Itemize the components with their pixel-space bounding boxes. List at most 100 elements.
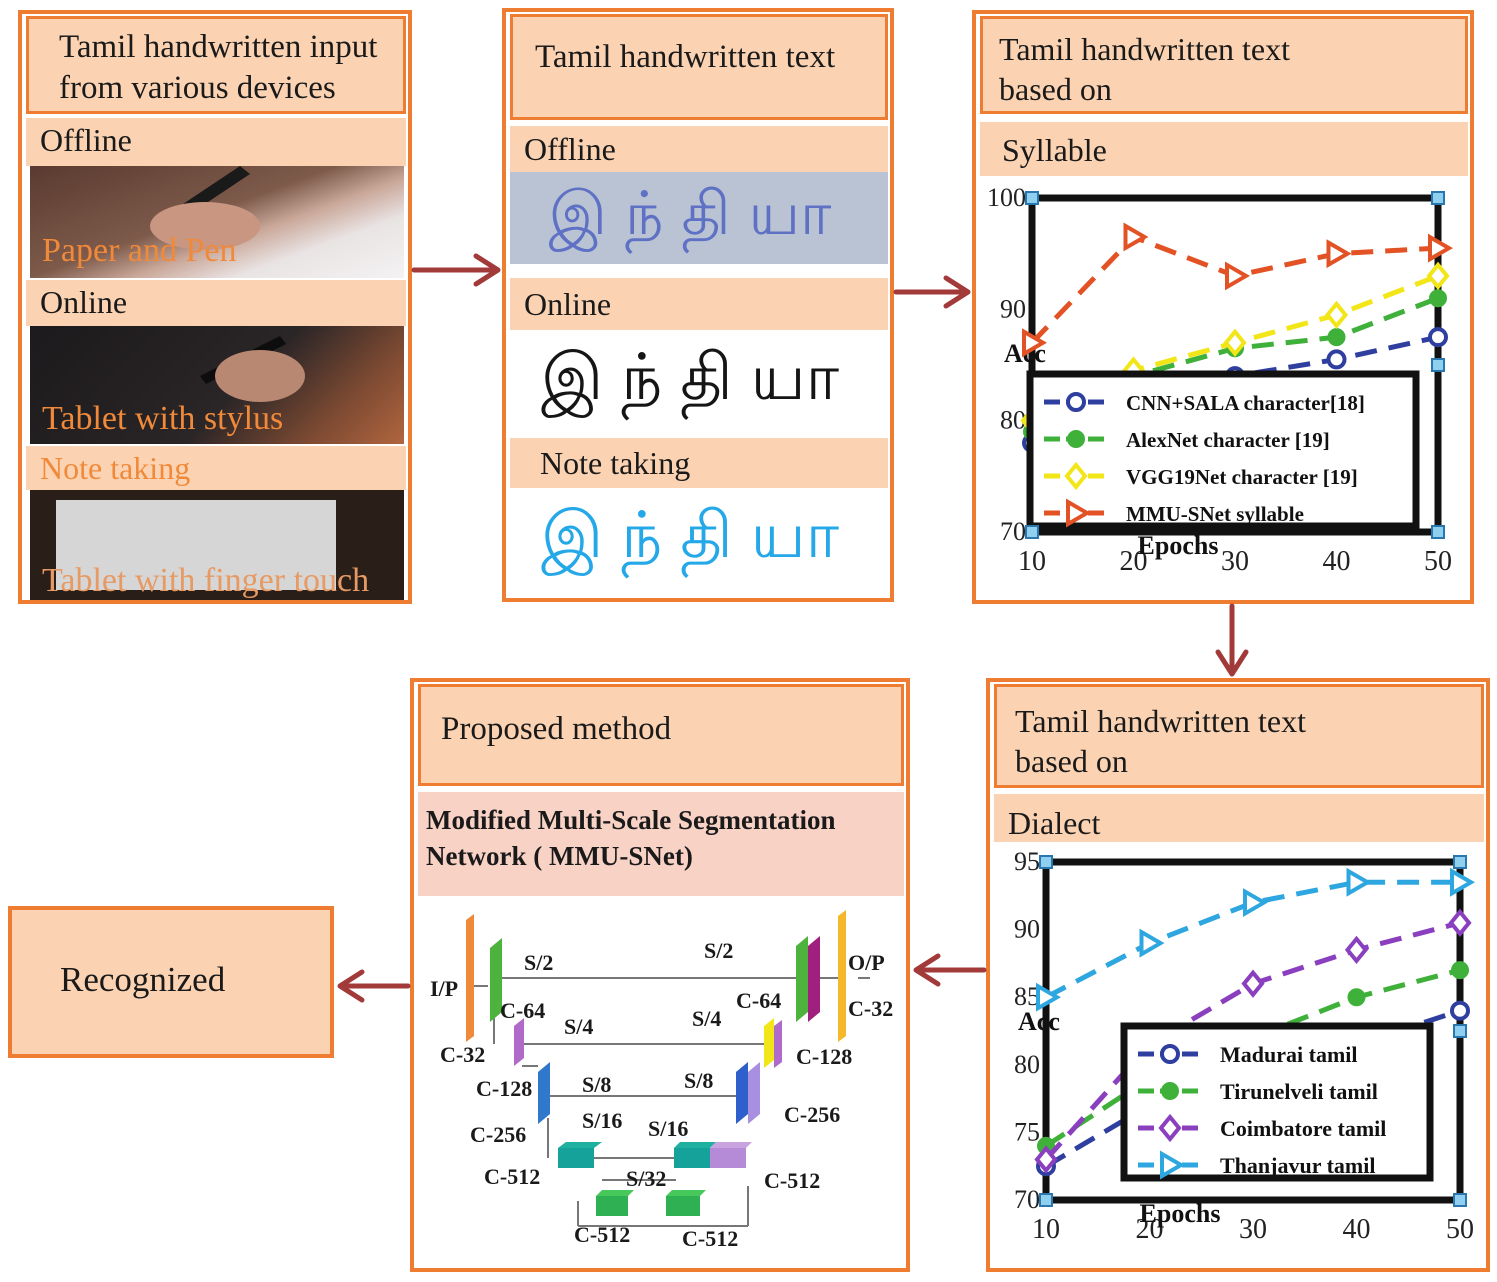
- op-label: O/P: [848, 950, 885, 975]
- recognized-panel: Recognized: [8, 906, 334, 1058]
- data-point: [1139, 928, 1165, 958]
- c64-left-block: [490, 938, 502, 1022]
- x-tick-label: 30: [1239, 1214, 1267, 1245]
- tablet-with-stylus-caption: Tablet with stylus: [42, 400, 284, 437]
- selection-handle: [1431, 358, 1445, 372]
- data-point: [1036, 982, 1061, 1012]
- output-layer-block: [838, 910, 846, 1042]
- x-tick-label: 40: [1323, 546, 1351, 577]
- dialect-panel-title: Tamil handwritten text based on: [994, 684, 1484, 788]
- text-offline-label: Offline: [510, 126, 888, 172]
- handwritten-text-panel: Tamil handwritten text Offline இந்தியா O…: [502, 8, 894, 602]
- input-panel-title: Tamil handwritten input from various dev…: [26, 16, 406, 114]
- paper-and-pen-caption: Paper and Pen: [42, 232, 237, 269]
- legend-entry: Thanjavur tamil: [1220, 1153, 1375, 1178]
- data-point: [1426, 261, 1450, 291]
- c128-right-label: C-128: [796, 1044, 852, 1069]
- x-tick-label: 20: [1136, 1214, 1164, 1245]
- text-panel-title: Tamil handwritten text: [510, 14, 888, 120]
- c128-left-label: C-128: [476, 1076, 532, 1101]
- x-tick-label: 50: [1446, 1214, 1474, 1245]
- x-tick-label: 30: [1221, 546, 1249, 577]
- series-line: [1044, 879, 1460, 1000]
- s16-left-label: S/16: [582, 1108, 622, 1133]
- syllable-panel-title: Tamil handwritten text based on: [980, 16, 1468, 114]
- c64-right-label: C-64: [736, 988, 781, 1013]
- offline-label: Offline: [26, 118, 406, 166]
- c64-left-label: C-64: [500, 998, 545, 1023]
- legend-marker: [1161, 1082, 1179, 1100]
- data-point: [1241, 969, 1265, 998]
- legend-marker: [1158, 1113, 1182, 1143]
- paper-and-pen-photo: Paper and Pen: [30, 166, 404, 278]
- legend-marker: [1160, 1044, 1180, 1064]
- x-tick-label: 50: [1424, 546, 1452, 577]
- c512-left-block: [558, 1148, 594, 1168]
- c512-right-block-a: [674, 1148, 710, 1168]
- data-point: [1344, 935, 1369, 965]
- legend-box: [1026, 370, 1420, 530]
- legend-entry: MMU-SNet syllable: [1126, 502, 1304, 526]
- data-point: [1034, 1145, 1058, 1174]
- note-tamil-sample: இந்தியா: [510, 488, 888, 592]
- selection-handle: [1025, 191, 1039, 205]
- series-line: [1030, 234, 1439, 345]
- y-tick-label: 75: [1014, 1117, 1040, 1146]
- series-3: [1036, 867, 1475, 1012]
- y-tick-label: 100: [987, 183, 1026, 212]
- legend-entry: Coimbatore tamil: [1220, 1116, 1386, 1141]
- online-label: Online: [26, 280, 406, 326]
- selection-handle: [1453, 855, 1467, 869]
- x-axis-label: Epochs: [1140, 1199, 1221, 1228]
- tablet-with-finger-caption: Tablet with finger touch: [42, 562, 370, 599]
- s16-right-label: S/16: [648, 1116, 688, 1141]
- data-point: [1450, 867, 1475, 897]
- x-axis-label: Epochs: [1138, 531, 1219, 560]
- legend-marker: [1064, 461, 1088, 491]
- arrow-dialect-to-proposed: [913, 953, 987, 987]
- data-point: [1450, 1000, 1470, 1021]
- data-point: [1326, 349, 1347, 370]
- dialect-subtitle: Dialect: [994, 794, 1484, 842]
- note-taking-label: Note taking: [26, 446, 406, 490]
- selection-handle: [1431, 525, 1445, 539]
- input-devices-panel: Tamil handwritten input from various dev…: [18, 10, 412, 604]
- s2-left-label: S/2: [524, 950, 553, 975]
- dialect-panel: Tamil handwritten text based on Dialect …: [986, 678, 1490, 1272]
- c512-right-label: C-512: [764, 1168, 820, 1193]
- data-point: [1451, 961, 1469, 980]
- c512-bottom-right-label: C-512: [682, 1226, 738, 1251]
- legend-marker: [1066, 498, 1091, 528]
- syllable-subtitle: Syllable: [980, 122, 1468, 176]
- legend-marker: [1066, 392, 1086, 412]
- legend-entry: Tirunelveli tamil: [1220, 1079, 1378, 1104]
- c512-bottom-right-block: [666, 1196, 700, 1216]
- selection-handle: [1431, 191, 1445, 205]
- c256-left-label: C-256: [470, 1122, 526, 1147]
- series-line: [1044, 967, 1461, 1149]
- x-tick-label: 10: [1032, 1214, 1060, 1245]
- x-tick-label: 20: [1120, 546, 1148, 577]
- c256-right-block-b: [748, 1062, 760, 1124]
- text-online-label: Online: [510, 278, 888, 330]
- pen-icon: [150, 166, 260, 250]
- data-point: [1448, 908, 1472, 937]
- data-point: [1324, 300, 1349, 330]
- selection-handle: [1453, 1193, 1467, 1207]
- selection-handle: [1039, 1193, 1053, 1207]
- proposed-method-panel: Proposed method Modified Multi-Scale Seg…: [410, 678, 910, 1272]
- ip-label: I/P: [430, 976, 458, 1001]
- c512-bottom-left-label: C-512: [574, 1222, 630, 1247]
- arrow-proposed-to-recognized: [337, 969, 411, 1003]
- selection-handle: [1025, 525, 1039, 539]
- selection-handle: [1453, 1024, 1467, 1038]
- tablet-with-stylus-photo: Tablet with stylus: [30, 326, 404, 444]
- c512-right-block-b: [710, 1148, 746, 1168]
- series-line: [1044, 1008, 1461, 1169]
- arrow-input-to-text: [411, 253, 501, 287]
- s8-right-label: S/8: [684, 1068, 713, 1093]
- c32-right-label: C-32: [848, 996, 893, 1021]
- offline-tamil-sample: இந்தியா: [510, 172, 888, 264]
- data-point: [1326, 239, 1352, 269]
- data-point: [1347, 988, 1366, 1007]
